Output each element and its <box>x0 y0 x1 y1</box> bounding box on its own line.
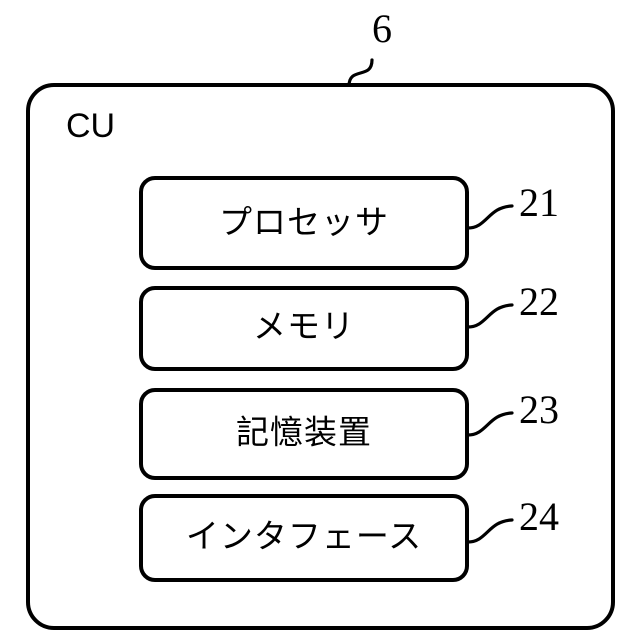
unit-label-cu: CU <box>66 107 115 145</box>
block-box-memory <box>139 286 469 371</box>
block-label-processor: プロセッサ <box>219 203 389 242</box>
leader-line-22 <box>466 303 514 329</box>
block-label-storage: 記憶装置 <box>236 413 372 452</box>
leader-line-24 <box>466 518 514 544</box>
reference-number-24: 24 <box>519 494 559 539</box>
leader-line-23 <box>466 411 514 437</box>
block-label-memory: メモリ <box>253 307 355 346</box>
block-box-interface <box>139 494 469 582</box>
leader-line-21 <box>466 204 514 230</box>
reference-number-23: 23 <box>519 387 559 432</box>
block-box-processor <box>139 176 469 270</box>
block-label-interface: インタフェース <box>186 517 422 556</box>
reference-number-22: 22 <box>519 279 559 324</box>
reference-number-21: 21 <box>519 180 559 225</box>
leader-line-unit-6 <box>347 58 374 88</box>
reference-number-6: 6 <box>372 6 392 51</box>
